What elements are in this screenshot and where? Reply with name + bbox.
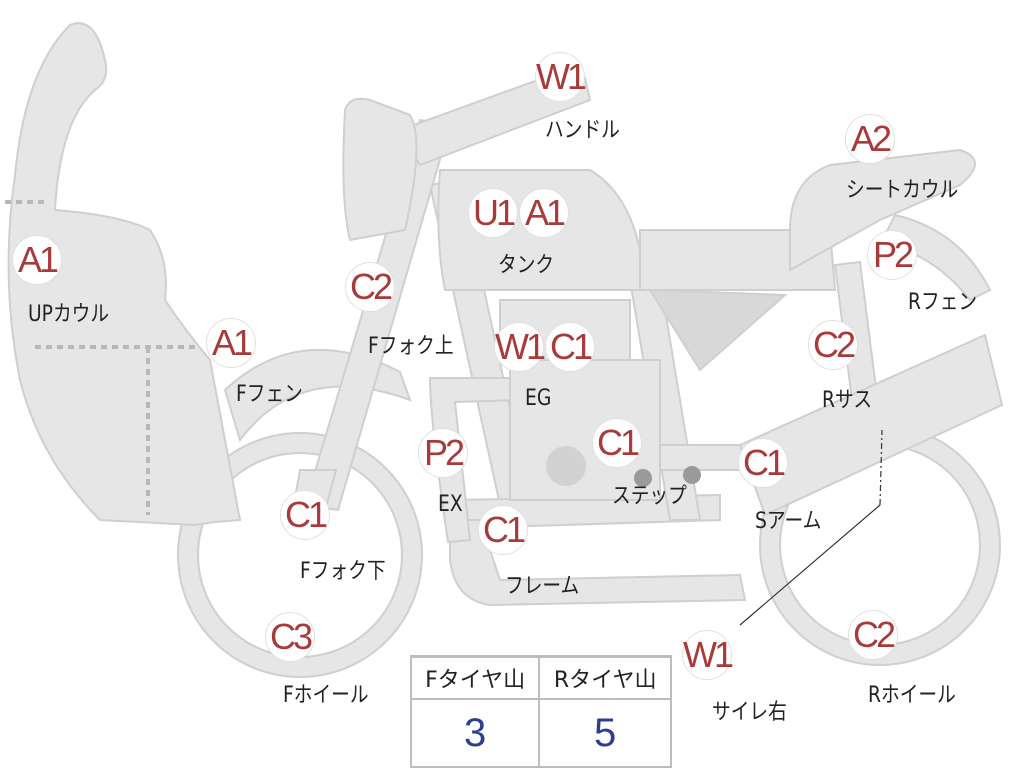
part-code-badge: C1 bbox=[478, 505, 528, 555]
rear-tire-header: Rタイヤ山 bbox=[538, 655, 672, 700]
part-name-label: サイレ右 bbox=[712, 700, 787, 725]
part-code-badge: C2 bbox=[848, 610, 898, 660]
part-code-badge: C3 bbox=[265, 612, 315, 662]
part-code-badge: U1 bbox=[468, 188, 518, 238]
part-code-badge: A1 bbox=[519, 188, 569, 238]
part-code-badge: C1 bbox=[280, 490, 330, 540]
part-code-badge: P2 bbox=[867, 230, 917, 280]
part-name-label: EX bbox=[438, 492, 463, 517]
part-code-badge: C2 bbox=[345, 262, 395, 312]
swing-arm-shape bbox=[738, 333, 1004, 517]
seat-lower-shape bbox=[648, 288, 788, 372]
part-name-label: Fホイール bbox=[283, 683, 369, 708]
tire-tread-table: Fタイヤ山 Rタイヤ山 3 5 bbox=[409, 655, 672, 768]
part-code-badge: A1 bbox=[206, 318, 256, 368]
rear-tire-value: 5 bbox=[538, 698, 672, 768]
part-name-label: Rフェン bbox=[908, 290, 978, 315]
part-code-badge: C1 bbox=[592, 418, 642, 468]
part-name-label: Fフェン bbox=[236, 382, 303, 407]
front-tire-value: 3 bbox=[409, 698, 541, 768]
seat-cowl-shape bbox=[789, 148, 976, 272]
part-name-label: Rサス bbox=[822, 388, 873, 413]
part-code-badge: A2 bbox=[845, 114, 895, 164]
upper-cowl-shape bbox=[7, 22, 242, 527]
part-code-badge: W1 bbox=[535, 52, 587, 102]
part-code-badge: W1 bbox=[682, 630, 734, 680]
part-name-label: シートカウル bbox=[846, 178, 959, 203]
part-name-label: Fフォク下 bbox=[300, 559, 386, 584]
part-name-label: Fフォク上 bbox=[368, 334, 454, 359]
part-code-badge: C2 bbox=[808, 320, 858, 370]
part-name-label: ステップ bbox=[612, 484, 687, 509]
part-name-label: Sアーム bbox=[755, 509, 822, 534]
headlight-shape bbox=[342, 97, 418, 242]
part-name-label: ハンドル bbox=[545, 118, 620, 143]
silencer-leader-dash bbox=[879, 429, 883, 506]
part-name-label: EG bbox=[525, 386, 552, 411]
part-code-badge: C1 bbox=[545, 322, 595, 372]
seat-shape bbox=[639, 229, 837, 291]
part-code-badge: C1 bbox=[738, 438, 788, 488]
part-code-badge: W1 bbox=[494, 322, 546, 372]
part-name-label: Rホイール bbox=[868, 683, 956, 708]
part-name-label: タンク bbox=[498, 253, 555, 278]
front-tire-header: Fタイヤ山 bbox=[409, 655, 541, 700]
silencer-leader-line bbox=[739, 504, 881, 626]
part-code-badge: P2 bbox=[418, 428, 468, 478]
part-name-label: フレーム bbox=[505, 574, 580, 599]
part-code-badge: A1 bbox=[12, 235, 62, 285]
part-name-label: UPカウル bbox=[28, 302, 110, 327]
